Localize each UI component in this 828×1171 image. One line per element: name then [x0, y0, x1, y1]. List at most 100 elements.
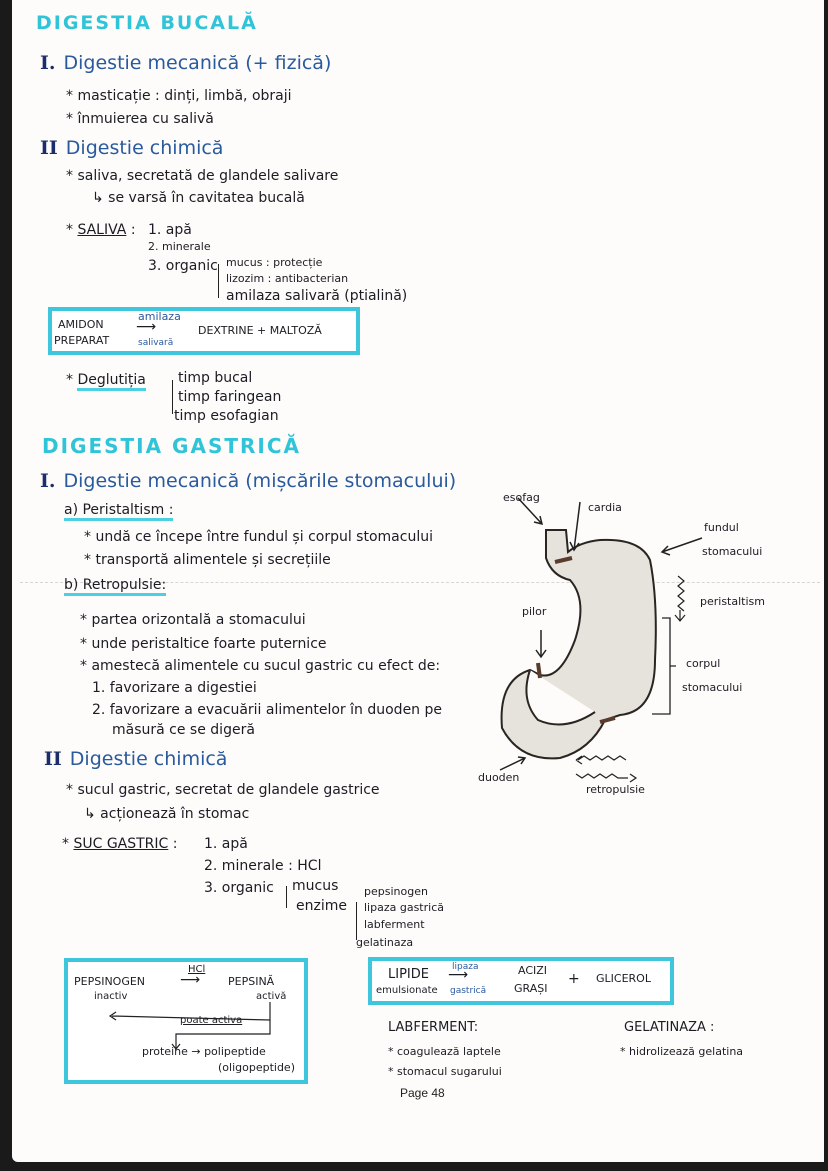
subheading-bucal-chimica: II Digestie chimică — [40, 137, 223, 159]
list-item: 1. favorizare a digestiei — [92, 680, 257, 696]
list-item: enzime — [296, 898, 347, 914]
list-item: timp bucal — [178, 370, 253, 386]
bullet: * — [62, 836, 69, 852]
list-item: * amestecă alimentele cu sucul gastric c… — [80, 658, 441, 674]
list-item: pepsinogen — [364, 885, 428, 898]
list-item: * saliva, secretată de glandele salivare — [66, 168, 339, 184]
subheading-gastric-chimica: II Digestie chimică — [44, 748, 227, 770]
saliva-label: * SALIVA : — [66, 222, 136, 238]
bracket — [172, 380, 173, 414]
list-item: * undă ce începe între fundul și corpul … — [84, 529, 433, 545]
list-item: 2. minerale : HCl — [204, 858, 322, 874]
list-item: 3. organic — [148, 258, 218, 274]
label-peristaltism: peristaltism — [700, 595, 765, 608]
roman-numeral: I. — [40, 52, 56, 74]
enzyme-label: salivară — [138, 338, 174, 348]
amidon-reaction-box: AMIDON PREPARAT amilaza ⟶ salivară DEXTR… — [48, 307, 360, 355]
list-item: * hidrolizează gelatina — [620, 1045, 744, 1058]
list-item: * masticație : dinți, limbă, obraji — [66, 88, 292, 104]
list-item: lizozim : antibacterian — [226, 272, 349, 285]
saliva-term: SALIVA — [77, 222, 127, 238]
subsection-label: b) Retropulsie: — [64, 577, 167, 596]
list-item: ↳ se varsă în cavitatea bucală — [92, 190, 305, 206]
feedback-label: poate activa — [180, 1015, 243, 1026]
list-item: gelatinaza — [356, 936, 414, 949]
list-item: ↳ acționează în stomac — [84, 806, 250, 822]
subheading-text: Digestie chimică — [69, 748, 228, 770]
arrow-icon: ⟶ — [180, 972, 201, 988]
label-esofag: esofag — [503, 491, 540, 504]
subheading-bucal-mecanica: I. Digestie mecanică (+ fizică) — [40, 52, 331, 74]
product: ACIZI — [518, 964, 548, 977]
list-item: lipaza gastrică — [364, 901, 444, 914]
stomach-diagram — [499, 497, 703, 783]
roman-numeral: II — [40, 137, 58, 159]
label-fundul-2: stomacului — [702, 545, 763, 558]
roman-numeral: II — [44, 748, 62, 770]
list-item: * coagulează laptele — [388, 1045, 501, 1058]
list-item: timp faringean — [178, 389, 282, 405]
list-item: * înmuierea cu salivă — [66, 111, 214, 127]
product: GLICEROL — [596, 972, 651, 985]
enzyme-label: gastrică — [450, 986, 487, 996]
plus-sign: + — [568, 971, 580, 987]
roman-numeral: I. — [40, 470, 56, 492]
arrow-icon: ⟶ — [136, 319, 157, 335]
list-item: * unde peristaltice foarte puternice — [80, 636, 327, 652]
reactant: LIPIDE — [388, 967, 429, 982]
list-item: * transportă alimentele și secrețiile — [84, 552, 331, 568]
reactant: PREPARAT — [54, 334, 110, 347]
deglutitia-label: * Deglutiția — [66, 372, 146, 391]
catalyst-label: HCl — [188, 964, 206, 975]
subheading-text: Digestie mecanică (+ fizică) — [63, 52, 332, 74]
reaction-result: proteine → polipeptide — [142, 1045, 266, 1058]
list-item: 3. organic — [204, 880, 274, 896]
pepsin-activation-box: PEPSINOGEN inactiv HCl ⟶ PEPSINĂ activă … — [64, 958, 308, 1084]
bracket — [286, 886, 287, 908]
deglutitia-term: Deglutiția — [77, 372, 146, 391]
gelatinaza-title: GELATINAZA : — [624, 1020, 715, 1035]
label-cardia: cardia — [588, 501, 622, 514]
label-corpul: corpul — [686, 657, 721, 670]
page-fold-line — [20, 582, 820, 583]
list-item: * sucul gastric, secretat de glandele ga… — [66, 782, 380, 798]
section-title-gastric: DIGESTIA GASTRICĂ — [42, 434, 301, 458]
label-corpul-2: stomacului — [682, 681, 743, 694]
enzyme-label: lipaza — [452, 962, 479, 972]
peristaltism-term: a) Peristaltism : — [64, 502, 174, 521]
list-item: amilaza salivară (ptialină) — [226, 288, 408, 304]
state-label: activă — [256, 991, 287, 1002]
labferment-title: LABFERMENT: — [388, 1020, 479, 1035]
arrow-icon: ⟶ — [448, 967, 469, 983]
list-item: labferment — [364, 918, 425, 931]
colon: : — [130, 222, 136, 238]
reaction-result-sub: (oligopeptide) — [218, 1061, 295, 1074]
list-item: 1. apă — [204, 836, 248, 852]
bracket — [218, 264, 219, 298]
page-number: Page 48 — [400, 1086, 445, 1100]
list-item: 2. minerale — [148, 240, 211, 253]
list-item: timp esofagian — [174, 408, 279, 424]
list-item: * partea orizontală a stomacului — [80, 612, 306, 628]
list-item: * stomacul sugarului — [388, 1065, 502, 1078]
subheading-text: Digestie mecanică (mișcările stomacului) — [63, 470, 457, 492]
list-item: 1. apă — [148, 222, 192, 238]
reactant: AMIDON — [58, 318, 104, 331]
list-item: mucus : protecție — [226, 256, 323, 269]
list-item: măsură ce se digeră — [112, 722, 255, 738]
label-pilor: pilor — [522, 605, 547, 618]
label-duoden: duoden — [478, 771, 520, 784]
bullet: * — [66, 222, 73, 238]
list-item: 2. favorizare a evacuării alimentelor în… — [92, 702, 442, 718]
suc-gastric-term: SUC GASTRIC — [73, 836, 169, 852]
section-title-bucal: DIGESTIA BUCALĂ — [36, 12, 258, 34]
subsection-label: a) Peristaltism : — [64, 502, 174, 521]
reactant: PEPSINOGEN — [74, 975, 146, 988]
suc-gastric-label: * SUC GASTRIC : — [62, 836, 177, 852]
lipid-reaction-box: LIPIDE emulsionate lipaza ⟶ gastrică ACI… — [368, 957, 674, 1005]
subheading-text: Digestie chimică — [65, 137, 224, 159]
enzyme-label: amilaza — [138, 310, 181, 323]
product: PEPSINĂ — [228, 975, 275, 988]
state-label: emulsionate — [376, 985, 438, 996]
subheading-gastric-mecanica: I. Digestie mecanică (mișcările stomaculu… — [40, 470, 456, 492]
